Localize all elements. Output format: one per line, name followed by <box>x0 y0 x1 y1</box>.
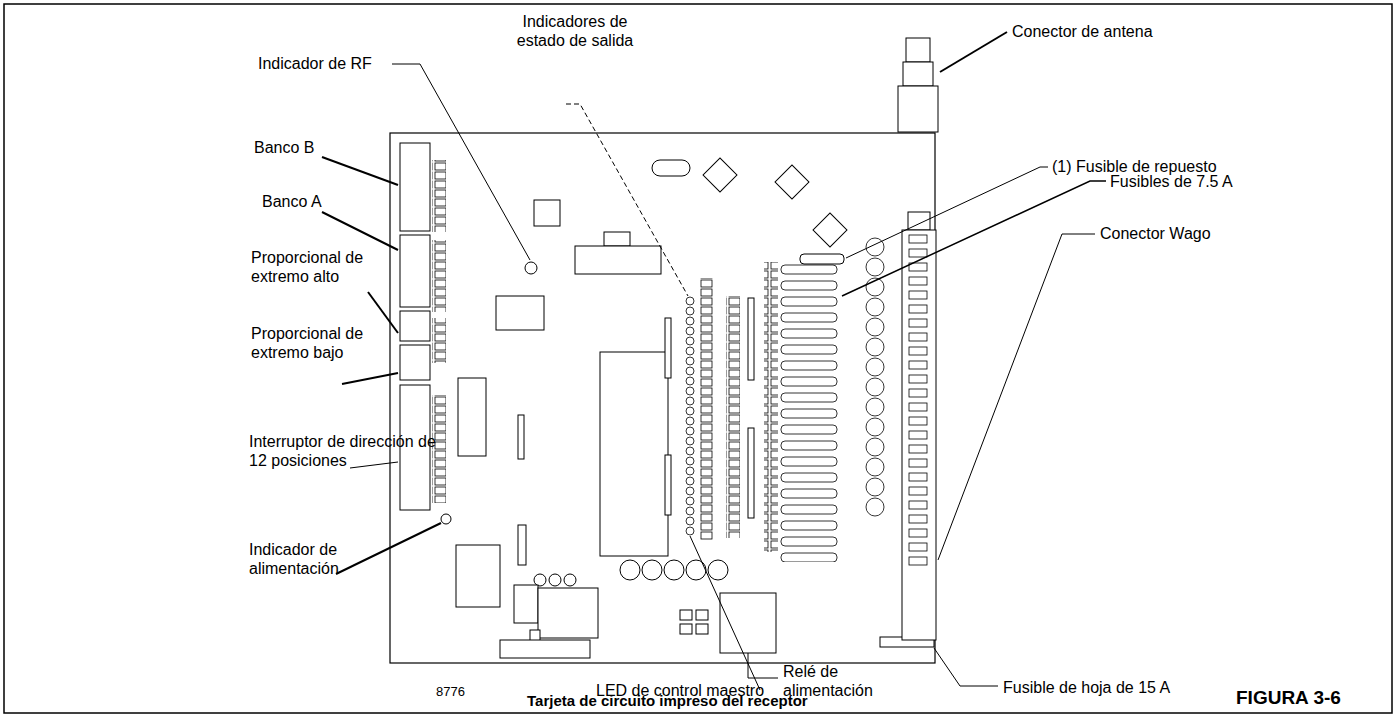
antenna-connector <box>898 38 938 132</box>
part <box>538 588 598 638</box>
part-label: Interruptor de dirección de 12 posicione… <box>249 432 439 470</box>
part <box>518 525 526 565</box>
part <box>500 640 590 658</box>
part <box>620 560 640 580</box>
part-label: Banco B <box>254 138 314 157</box>
pin-column <box>432 240 446 312</box>
part-label: Banco A <box>262 192 322 211</box>
pin-column <box>700 278 714 540</box>
part <box>549 574 561 586</box>
power-relay <box>720 593 776 653</box>
leader-line <box>322 157 398 185</box>
fuse-column <box>780 262 840 562</box>
part <box>514 585 538 623</box>
part-label: Conector de antena <box>1012 22 1153 41</box>
pin-column <box>726 296 740 538</box>
leader-line <box>342 373 398 384</box>
part-label: Indicadores de estado de salida <box>500 12 650 50</box>
capacitor-column <box>864 237 886 517</box>
diamond-part <box>775 165 809 199</box>
part <box>680 610 692 620</box>
part <box>748 298 754 380</box>
chip <box>458 378 486 456</box>
power-led <box>441 514 451 524</box>
part-label: Conector Wago <box>1100 224 1211 243</box>
pin-column <box>764 262 778 552</box>
part-label: Indicador de alimentación <box>249 540 379 578</box>
part <box>696 610 708 620</box>
leader-line <box>748 653 778 678</box>
leader-line <box>934 648 998 686</box>
crystal <box>652 160 690 176</box>
leader-lines <box>322 32 1106 690</box>
figure-frame <box>4 4 1392 713</box>
part-label: Indicador de RF <box>258 54 372 73</box>
leader-line <box>940 32 1007 72</box>
proportional-low-connector <box>400 345 430 380</box>
wago-terminals <box>904 232 934 568</box>
part <box>665 318 671 378</box>
antenna-part <box>903 62 933 86</box>
board-outline <box>390 133 935 663</box>
part <box>696 624 708 634</box>
left-connectors <box>400 143 430 510</box>
diamond-part <box>703 158 737 192</box>
leader-line <box>690 536 760 690</box>
part-label: Fusibles de 7.5 A <box>1110 172 1233 191</box>
part <box>748 428 754 518</box>
part <box>686 560 706 580</box>
leader-line <box>846 167 1048 258</box>
leader-line <box>566 104 688 296</box>
spare-fuse <box>800 254 844 264</box>
part <box>518 415 524 459</box>
leader-line <box>336 523 441 574</box>
leader-line <box>392 64 530 260</box>
part <box>604 232 630 246</box>
chip <box>575 246 661 274</box>
antenna-part <box>898 86 938 132</box>
part-label: Proporcional de extremo alto <box>251 248 391 286</box>
leader-line <box>842 181 1106 296</box>
rf-led <box>525 262 537 274</box>
proportional-high-connector <box>400 311 430 341</box>
microcontroller <box>600 352 668 556</box>
pin-column <box>432 318 446 363</box>
part <box>708 560 728 580</box>
wago-connector <box>902 230 936 640</box>
part <box>642 560 662 580</box>
figure-label: FIGURA 3-6 <box>1236 686 1341 709</box>
part-label: Proporcional de extremo bajo <box>251 324 391 362</box>
leader-line <box>938 234 1095 560</box>
leader-line <box>350 462 398 468</box>
leader-line <box>368 292 398 333</box>
bank-a-connector <box>400 235 430 307</box>
part <box>534 574 546 586</box>
chip <box>496 296 544 330</box>
figure-caption: Tarjeta de circuito impreso del receptor <box>527 691 808 710</box>
part <box>665 455 671 515</box>
part <box>680 624 692 634</box>
part <box>534 200 560 226</box>
antenna-part <box>906 38 930 62</box>
figure-number: 8776 <box>436 683 465 700</box>
part <box>564 574 576 586</box>
diamond-part <box>813 213 847 247</box>
part <box>664 560 684 580</box>
led-column <box>684 296 696 536</box>
pin-column <box>432 160 446 232</box>
part-label: Fusible de hoja de 15 A <box>1003 678 1170 697</box>
chip <box>456 545 500 607</box>
leader-line <box>322 212 398 250</box>
bank-b-connector <box>400 143 430 231</box>
